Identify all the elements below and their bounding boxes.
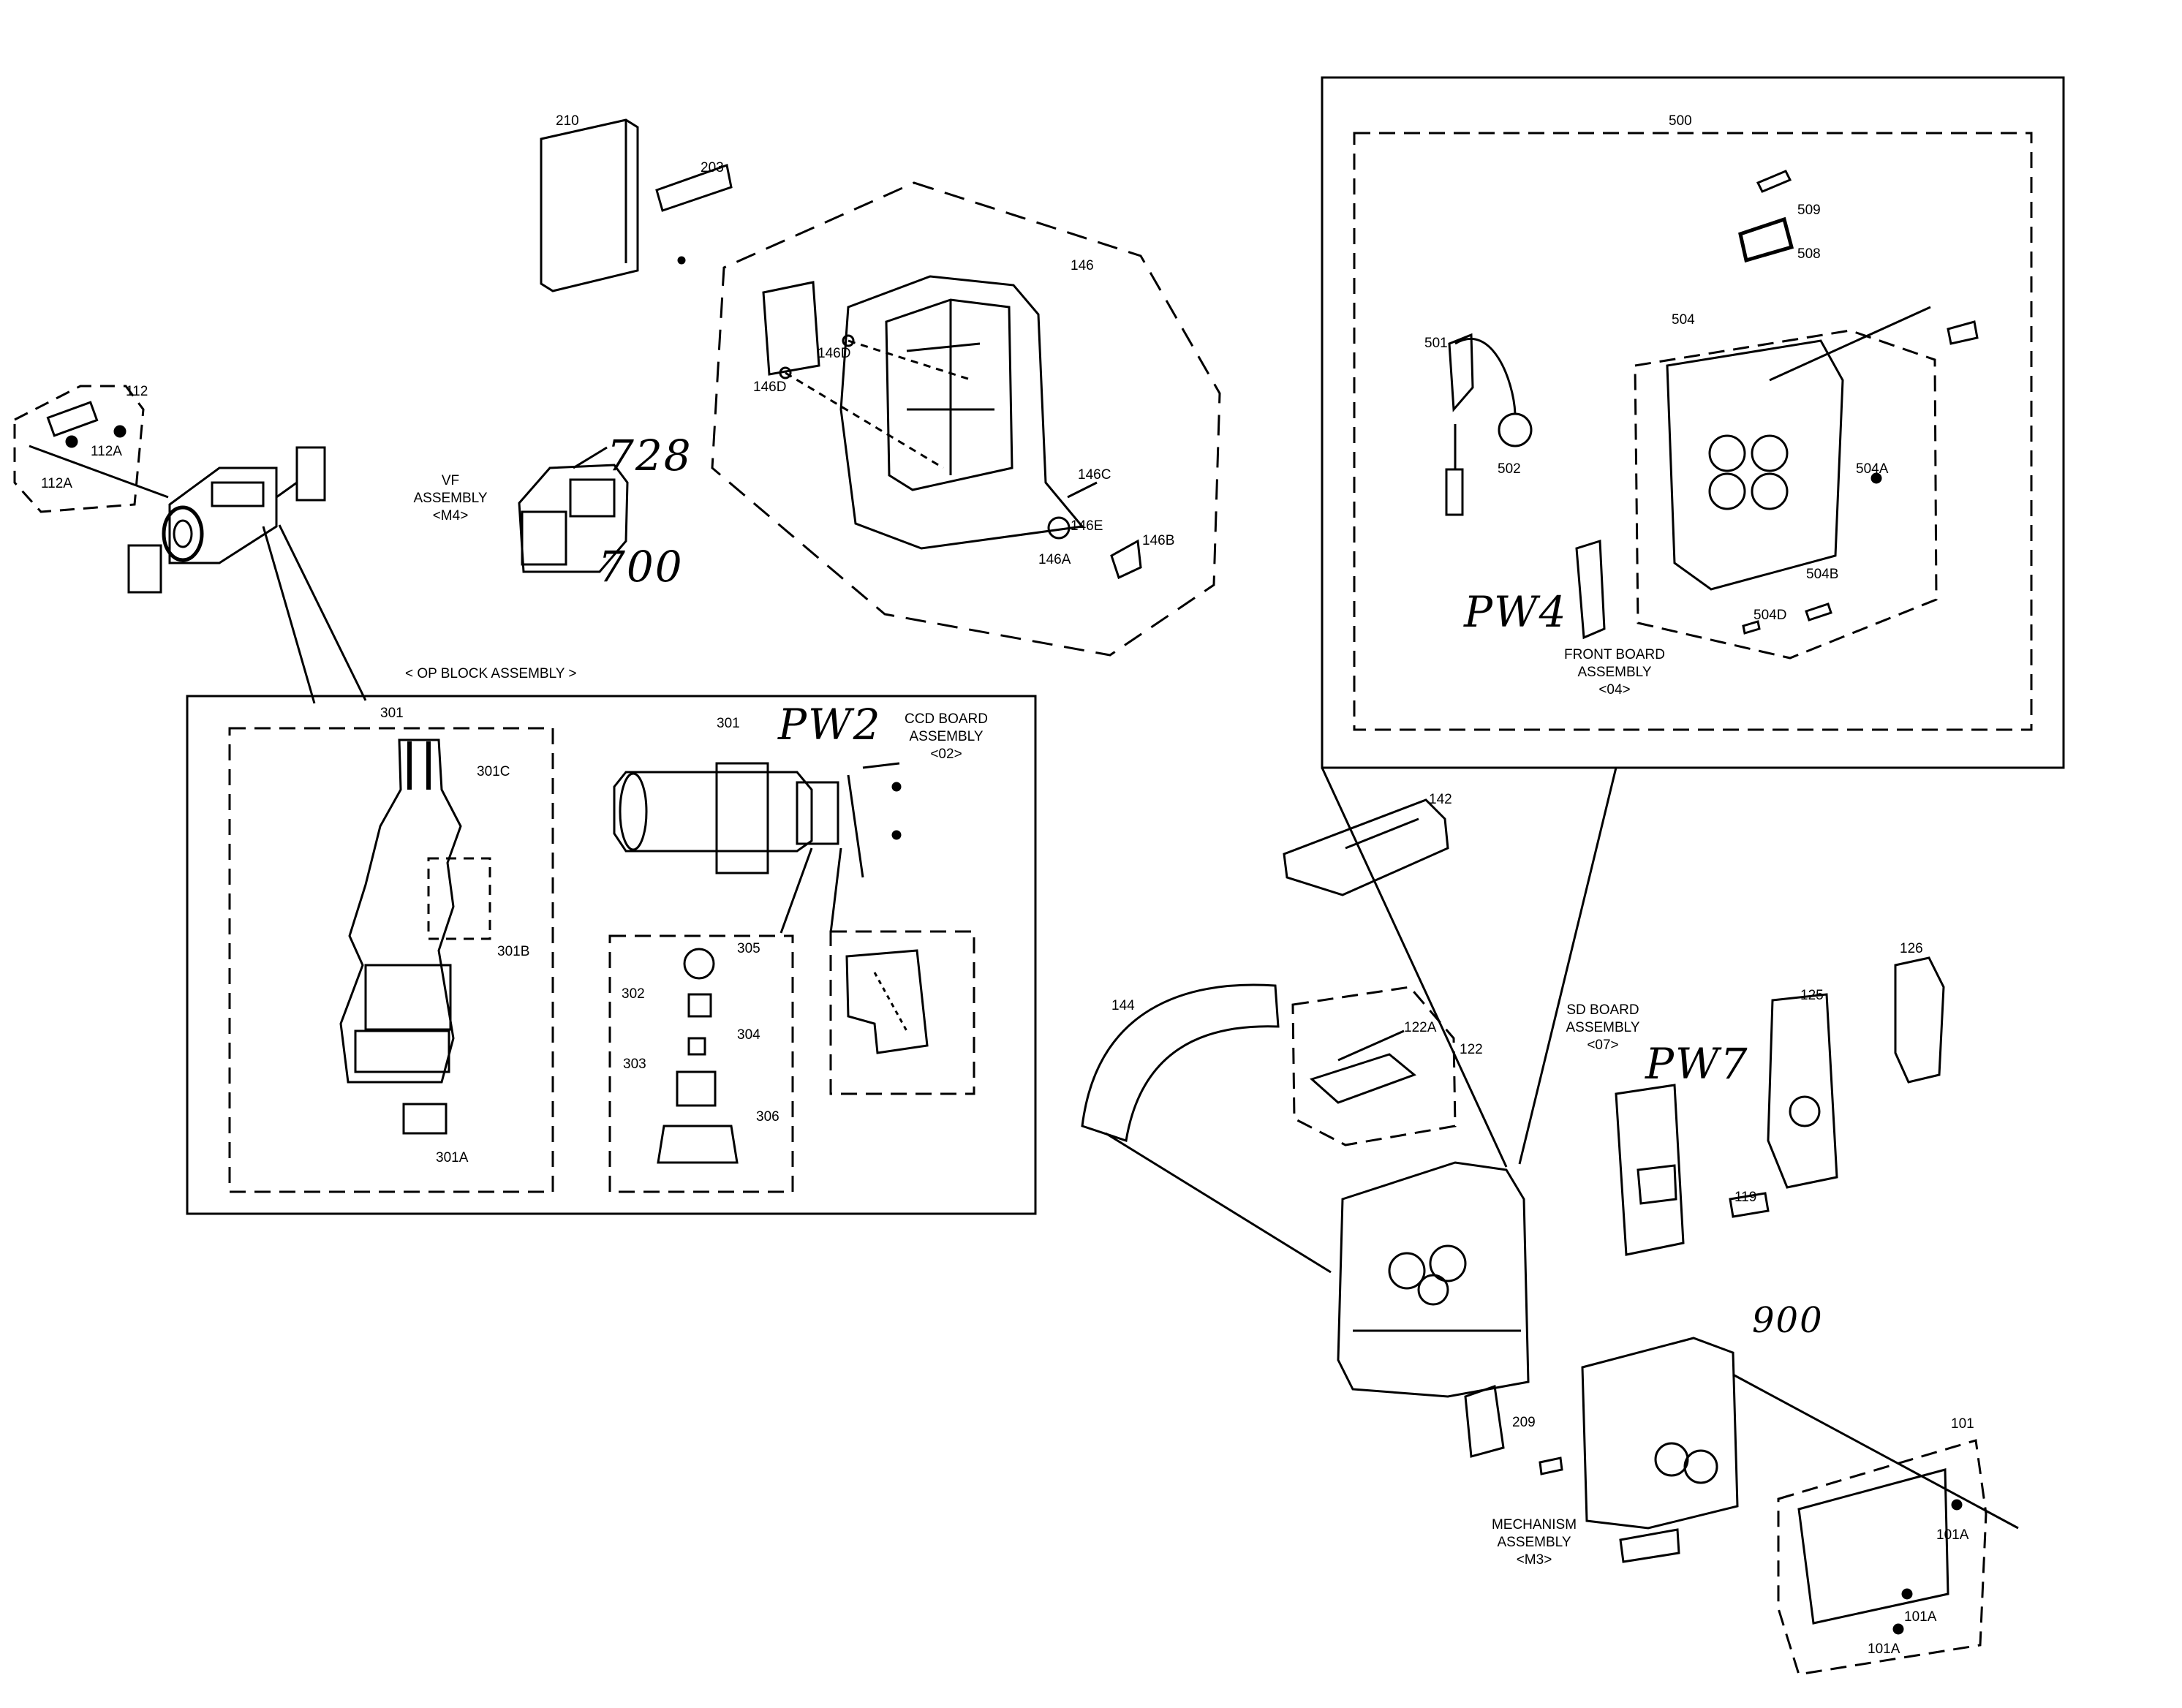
hw-700: 700: [598, 542, 684, 592]
part-210-203: [540, 118, 733, 292]
part-label-508: 508: [1797, 246, 1821, 262]
part-label-509: 509: [1797, 203, 1821, 218]
front-board-parts: [1445, 170, 1979, 640]
vf-assembly-drawing: [518, 446, 629, 573]
part-label-142: 142: [1429, 792, 1452, 807]
hw-pw4: PW4: [1464, 587, 1568, 637]
part-label-209: 209: [1512, 1415, 1536, 1430]
part-label-112A: 112A: [41, 476, 72, 491]
part-label-504B: 504B: [1806, 567, 1839, 582]
ccd-board-assembly-title: CCD BOARD ASSEMBLY <02>: [904, 711, 989, 762]
part-label-301B: 301B: [497, 944, 530, 959]
part-label-504D: 504D: [1753, 608, 1787, 623]
op-block-assembly-title: < OP BLOCK ASSEMBLY >: [405, 666, 577, 681]
part-label-146D: 146D: [753, 379, 787, 395]
hw-728: 728: [607, 431, 692, 480]
hw-900: 900: [1752, 1300, 1824, 1341]
front-board-assembly-title: FRONT BOARD ASSEMBLY <04>: [1564, 647, 1665, 698]
part-label-101A: 101A: [1868, 1641, 1900, 1657]
part-146-group: [711, 181, 1221, 657]
part-label-304: 304: [737, 1027, 760, 1043]
part-label-203: 203: [701, 160, 724, 175]
part-label-101A: 101A: [1936, 1527, 1969, 1543]
part-label-306: 306: [756, 1109, 779, 1125]
part-label-301: 301: [380, 706, 404, 721]
part-label-146: 146: [1071, 258, 1094, 273]
part-label-303: 303: [623, 1057, 646, 1072]
part-label-146B: 146B: [1142, 533, 1175, 548]
part-label-301A: 301A: [436, 1150, 469, 1165]
part-label-119: 119: [1734, 1190, 1757, 1205]
part-112-group: [13, 385, 169, 513]
part-label-125: 125: [1800, 988, 1824, 1003]
part-label-504A: 504A: [1856, 461, 1889, 477]
part-label-122A: 122A: [1404, 1020, 1437, 1035]
op-block-parts: [339, 738, 929, 1164]
part-label-500: 500: [1669, 113, 1692, 129]
part-label-301C: 301C: [477, 764, 510, 779]
sd-board-assembly-title: SD BOARD ASSEMBLY <07>: [1566, 1002, 1640, 1053]
part-label-305: 305: [737, 941, 760, 956]
part-label-146A: 146A: [1038, 552, 1071, 567]
part-label-501: 501: [1424, 336, 1448, 351]
part-label-210: 210: [556, 113, 579, 129]
part-label-502: 502: [1498, 461, 1521, 477]
vf-assembly-title: VF ASSEMBLY <M4>: [413, 473, 488, 524]
part-500-frame: [1321, 76, 2065, 1168]
part-label-504: 504: [1672, 312, 1695, 328]
part-label-101: 101: [1951, 1416, 1974, 1432]
part-label-126: 126: [1900, 941, 1923, 956]
part-label-144: 144: [1111, 998, 1135, 1013]
lens-unit: [127, 446, 326, 594]
op-block-frame: [186, 524, 1037, 1215]
part-label-146E: 146E: [1071, 518, 1103, 534]
main-body-parts: [1081, 798, 2019, 1676]
mechanism-assembly-title: MECHANISM ASSEMBLY <M3>: [1491, 1517, 1577, 1568]
part-label-112: 112: [126, 384, 148, 399]
part-label-302: 302: [622, 986, 645, 1002]
part-label-122: 122: [1460, 1042, 1483, 1057]
part-label-146D: 146D: [818, 346, 851, 361]
hw-pw2: PW2: [778, 700, 882, 749]
part-label-146C: 146C: [1078, 467, 1111, 483]
hw-pw7: PW7: [1645, 1039, 1749, 1089]
part-label-101A: 101A: [1904, 1609, 1937, 1625]
part-label-301: 301: [717, 716, 740, 731]
part-label-112A: 112A: [91, 444, 122, 459]
